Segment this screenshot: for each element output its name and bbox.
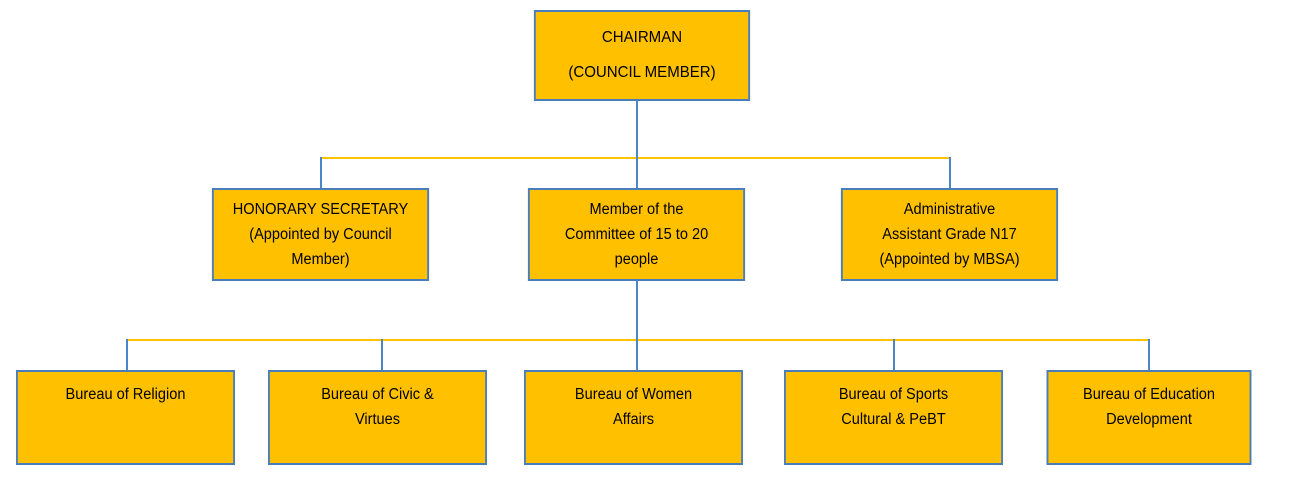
- node-committee-member-line-1: Member of the: [589, 200, 684, 218]
- node-bureau-sports-cultural[interactable]: Bureau of Sports Cultural & PeBT: [783, 370, 1004, 465]
- node-bureau-education-development-line-1: Bureau of Education: [1082, 386, 1216, 403]
- connector-drop-bureau-religion: [126, 339, 128, 370]
- connector-chairman-stem: [636, 101, 638, 188]
- node-administrative-assistant-line-3: (Appointed by MBSA): [879, 251, 1020, 269]
- node-honorary-secretary-line-2: (Appointed by Council: [249, 225, 392, 243]
- connector-drop-bureau-sports-cultural: [893, 339, 895, 370]
- node-bureau-women-affairs-line-1: Bureau of Women: [574, 386, 693, 403]
- node-bureau-religion[interactable]: Bureau of Religion: [15, 370, 236, 465]
- node-administrative-assistant[interactable]: Administrative Assistant Grade N17 (Appo…: [840, 188, 1059, 281]
- node-honorary-secretary-line-1: HONORARY SECRETARY: [232, 200, 409, 218]
- connector-drop-honorary-secretary: [320, 157, 322, 188]
- node-bureau-religion-line-1: Bureau of Religion: [65, 386, 186, 403]
- connector-drop-bureau-civic-virtues: [381, 339, 383, 370]
- node-bureau-women-affairs-line-2: Affairs: [612, 411, 655, 429]
- node-bureau-sports-cultural-line-1: Bureau of Sports: [838, 386, 949, 403]
- node-chairman-line-2: (COUNCIL MEMBER): [568, 63, 716, 81]
- node-bureau-education-development-line-2: Development: [1106, 411, 1192, 429]
- node-bureau-education-development[interactable]: Bureau of Education Development: [1046, 370, 1252, 465]
- node-bureau-sports-cultural-line-2: Cultural & PeBT: [841, 411, 946, 429]
- node-committee-member-line-2: Committee of 15 to 20: [564, 225, 709, 243]
- node-bureau-civic-virtues-line-2: Virtues: [354, 411, 401, 429]
- node-bureau-civic-virtues[interactable]: Bureau of Civic & Virtues: [267, 370, 488, 465]
- node-bureau-civic-virtues-line-1: Bureau of Civic &: [321, 386, 434, 403]
- node-committee-member-line-3: people: [614, 251, 659, 269]
- node-honorary-secretary[interactable]: HONORARY SECRETARY (Appointed by Council…: [211, 188, 430, 281]
- connector-committee-member-stem: [636, 281, 638, 370]
- node-administrative-assistant-line-2: Assistant Grade N17: [882, 225, 1017, 243]
- node-committee-member[interactable]: Member of the Committee of 15 to 20 peop…: [527, 188, 746, 281]
- node-chairman-line-1: CHAIRMAN: [601, 29, 683, 47]
- node-administrative-assistant-line-1: Administrative: [903, 200, 996, 218]
- node-honorary-secretary-line-3: Member): [291, 251, 350, 269]
- connector-drop-administrative-assistant: [949, 157, 951, 188]
- node-bureau-women-affairs[interactable]: Bureau of Women Affairs: [523, 370, 744, 465]
- connector-drop-bureau-education-development: [1148, 339, 1150, 370]
- node-chairman[interactable]: CHAIRMAN (COUNCIL MEMBER): [533, 10, 751, 101]
- connector-tier2-bar: [320, 157, 951, 159]
